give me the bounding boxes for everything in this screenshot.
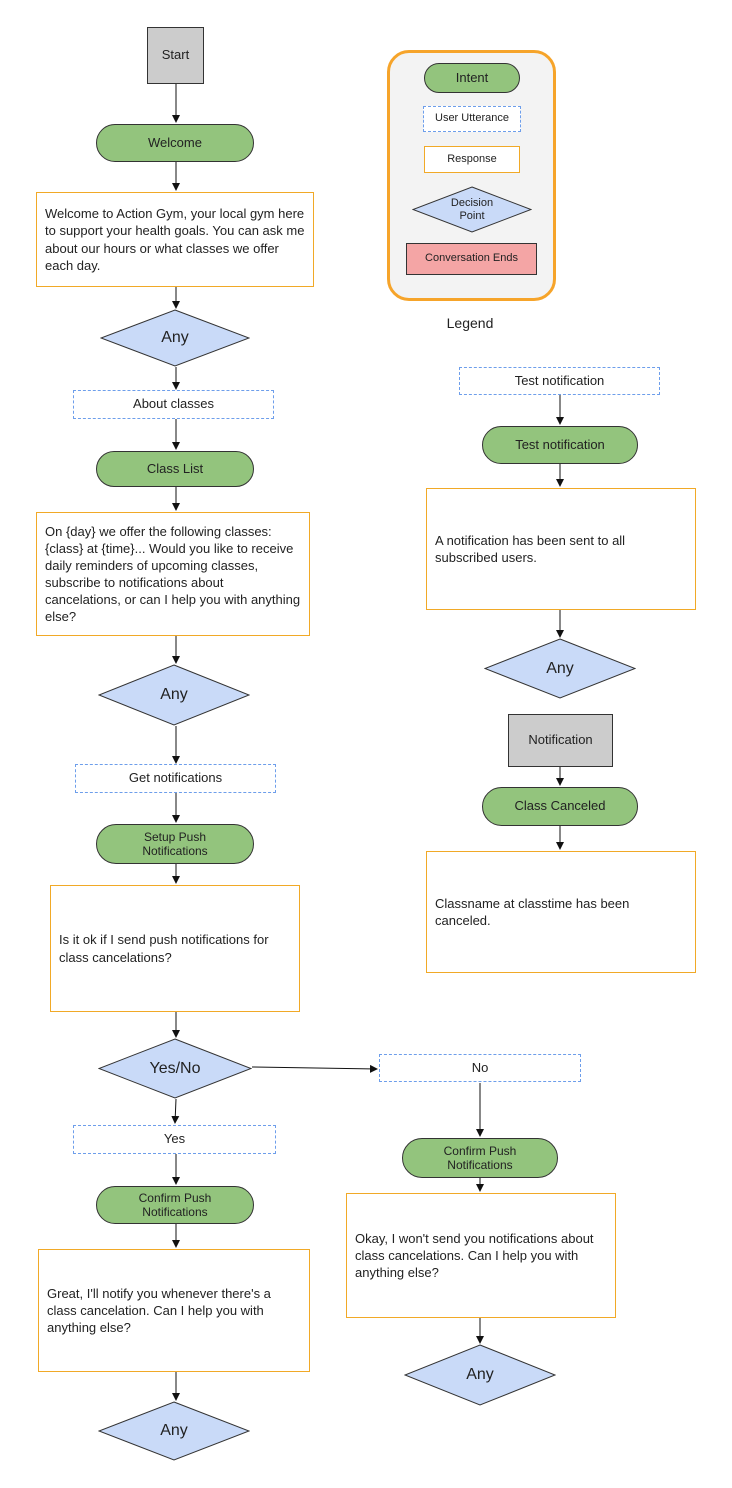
decision-any-1-label: Any xyxy=(161,329,189,346)
class-canceled-response: Classname at classtime has been canceled… xyxy=(426,851,696,973)
utterance-test-notification-label: Test notification xyxy=(514,372,605,388)
decision-yes-no-label: Yes/No xyxy=(149,1059,201,1077)
legend-conversation-ends: Conversation Ends xyxy=(406,243,537,275)
decision-yes-no-shape xyxy=(98,1038,252,1099)
legend-decision-shape xyxy=(412,186,532,233)
notification-start-label: Notification xyxy=(528,732,593,748)
decision-any-1: Any xyxy=(100,309,250,367)
confirm-push-yes-intent-label: Confirm Push Notifications xyxy=(138,1190,212,1219)
utterance-no: No xyxy=(379,1054,581,1082)
setup-push-response-text: Is it ok if I send push notifications fo… xyxy=(59,932,269,965)
confirm-push-yes-intent: Confirm Push Notifications xyxy=(96,1186,254,1224)
decision-any-2-label: Any xyxy=(160,686,188,703)
start-label: Start xyxy=(161,47,190,63)
welcome-intent: Welcome xyxy=(96,124,254,162)
legend-user-utterance: User Utterance xyxy=(423,106,521,132)
welcome-intent-label: Welcome xyxy=(148,134,202,150)
legend-intent: Intent xyxy=(424,63,520,93)
setup-push-intent: Setup Push Notifications xyxy=(96,824,254,864)
utterance-yes-label: Yes xyxy=(163,1131,186,1147)
decision-any-4-label: Any xyxy=(466,1366,494,1383)
confirm-no-response: Okay, I won't send you notifications abo… xyxy=(346,1193,616,1318)
decision-any-test-label: Any xyxy=(546,659,574,677)
utterance-get-notifications-label: Get notifications xyxy=(128,770,223,786)
welcome-response-text: Welcome to Action Gym, your local gym he… xyxy=(45,206,305,273)
class-canceled-intent-label: Class Canceled xyxy=(514,798,606,814)
setup-push-response: Is it ok if I send push notifications fo… xyxy=(50,885,300,1012)
test-notification-intent-label: Test notification xyxy=(515,436,605,452)
decision-any-1-shape xyxy=(100,309,250,367)
legend-intent-label: Intent xyxy=(455,69,489,85)
notification-start-node: Notification xyxy=(508,714,613,767)
class-list-response-text: On {day} we offer the following classes:… xyxy=(45,523,301,625)
class-canceled-intent: Class Canceled xyxy=(482,787,638,826)
decision-any-2-shape xyxy=(98,664,250,726)
decision-any-2: Any xyxy=(98,664,250,726)
utterance-no-label: No xyxy=(471,1059,489,1075)
utterance-about-classes-label: About classes xyxy=(133,396,214,412)
class-list-intent-label: Class List xyxy=(146,460,204,476)
utterance-get-notifications: Get notifications xyxy=(75,764,276,793)
decision-any-3: Any xyxy=(98,1401,250,1461)
edge-yesno-no xyxy=(251,1064,378,1073)
test-notification-response-text: A notification has been sent to all subs… xyxy=(435,532,626,565)
start-node: Start xyxy=(147,27,204,84)
legend-decision-label: Decision Point xyxy=(450,196,494,222)
confirm-yes-response-text: Great, I'll notify you whenever there's … xyxy=(47,1285,271,1336)
confirm-yes-response: Great, I'll notify you whenever there's … xyxy=(38,1249,310,1372)
test-notification-intent: Test notification xyxy=(482,426,638,464)
decision-yes-no: Yes/No xyxy=(98,1038,252,1099)
setup-push-intent-label: Setup Push Notifications xyxy=(142,829,208,858)
utterance-yes: Yes xyxy=(73,1125,276,1154)
decision-any-3-shape xyxy=(98,1401,250,1461)
confirm-no-response-text: Okay, I won't send you notifications abo… xyxy=(355,1230,594,1281)
legend-title: Legend xyxy=(446,315,494,331)
class-canceled-response-text: Classname at classtime has been canceled… xyxy=(435,895,630,928)
decision-any-test-shape xyxy=(484,638,636,699)
legend-conversation-ends-label: Conversation Ends xyxy=(425,252,518,265)
welcome-response: Welcome to Action Gym, your local gym he… xyxy=(36,192,314,287)
class-list-intent: Class List xyxy=(96,451,254,487)
decision-any-4: Any xyxy=(404,1344,556,1406)
utterance-test-notification: Test notification xyxy=(459,367,660,395)
decision-any-test: Any xyxy=(484,638,636,699)
class-list-response: On {day} we offer the following classes:… xyxy=(36,512,310,636)
edge-yesno-yes xyxy=(171,1098,180,1124)
decision-any-4-shape xyxy=(404,1344,556,1406)
decision-any-3-label: Any xyxy=(160,1422,188,1439)
legend-user-utterance-label: User Utterance xyxy=(435,112,509,125)
legend-response: Response xyxy=(424,146,520,173)
utterance-about-classes: About classes xyxy=(73,390,274,419)
test-notification-response: A notification has been sent to all subs… xyxy=(426,488,696,610)
confirm-push-no-intent-label: Confirm Push Notifications xyxy=(443,1143,517,1172)
confirm-push-no-intent: Confirm Push Notifications xyxy=(402,1138,558,1178)
legend-response-label: Response xyxy=(447,153,497,166)
legend-decision-point: Decision Point xyxy=(412,186,532,233)
